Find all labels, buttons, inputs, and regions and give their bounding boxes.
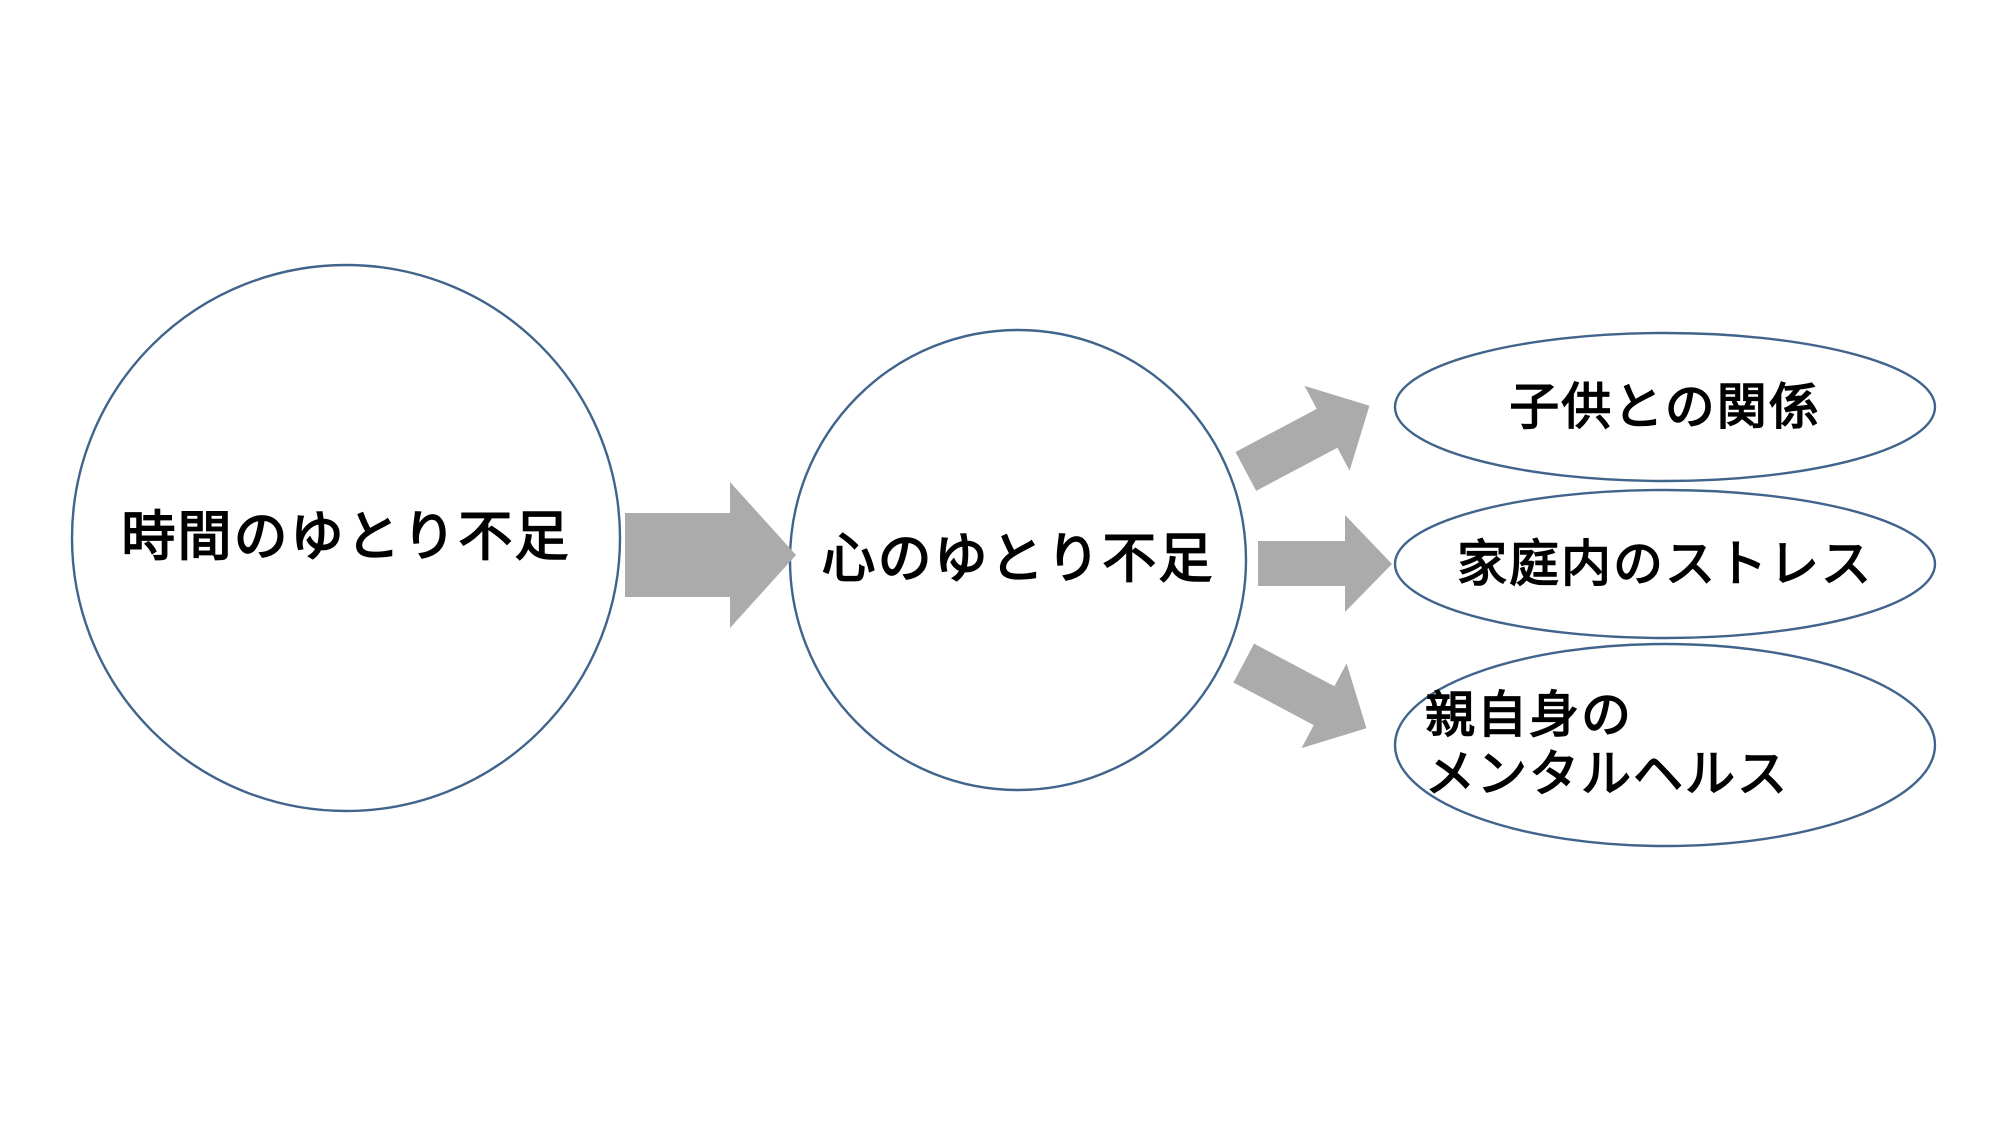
- node-shape-mental-shortage[interactable]: [788, 328, 1248, 792]
- node-shape-time-shortage[interactable]: [70, 263, 622, 813]
- arrow-mental-to-child-group: [1223, 363, 1392, 513]
- arrow-mental-to-stress[interactable]: [1258, 515, 1392, 612]
- node-shape-household-stress[interactable]: [1393, 488, 1937, 640]
- arrow-mental-to-child[interactable]: [1223, 363, 1392, 513]
- arrow-mental-to-health-group: [1221, 621, 1389, 771]
- arrow-mental-to-health[interactable]: [1221, 621, 1389, 771]
- node-shape-parent-mental-health[interactable]: [1393, 642, 1937, 848]
- arrow-time-to-mental[interactable]: [625, 482, 796, 628]
- node-shape-child-relationship[interactable]: [1393, 331, 1937, 483]
